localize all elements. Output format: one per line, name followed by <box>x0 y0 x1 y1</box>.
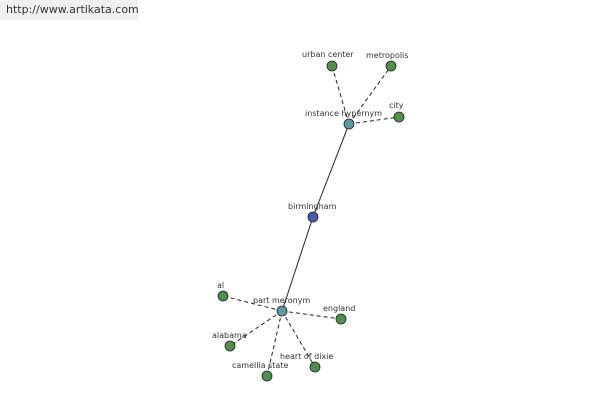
node-birmingham[interactable] <box>307 211 319 223</box>
source-url-banner[interactable]: http://www.artikata.com <box>0 0 139 20</box>
node-label-alabama: alabama <box>212 331 247 340</box>
node-label-heart-of-dixie: heart of dixie <box>280 352 333 361</box>
node-city[interactable] <box>393 111 405 123</box>
edge-birmingham-to-part-meronym <box>281 216 314 312</box>
edge-instance-hypernym-to-city <box>348 116 400 125</box>
node-urban-center[interactable] <box>326 60 338 72</box>
node-al[interactable] <box>217 290 229 302</box>
node-instance-hypernym[interactable] <box>343 118 355 130</box>
node-part-meronym[interactable] <box>276 305 288 317</box>
node-alabama[interactable] <box>224 340 236 352</box>
edge-part-meronym-to-heart-of-dixie <box>281 310 316 368</box>
labels-layer: birmingham instance hypernym part meronym u… <box>212 50 408 370</box>
node-label-birmingham: birmingham <box>288 202 337 211</box>
node-label-camellia-state: camellia state <box>232 361 288 370</box>
edge-part-meronym-to-al <box>222 295 283 312</box>
node-label-part-meronym: part meronym <box>253 296 310 305</box>
edge-part-meronym-to-alabama <box>229 310 283 347</box>
edge-instance-hypernym-to-metropolis <box>348 65 392 125</box>
edge-instance-hypernym-to-urban-center <box>331 65 350 125</box>
edge-birmingham-to-instance-hypernym <box>312 123 350 218</box>
node-heart-of-dixie[interactable] <box>309 361 321 373</box>
node-camellia-state[interactable] <box>261 370 273 382</box>
node-label-city: city <box>389 101 404 110</box>
node-label-england: england <box>323 304 355 313</box>
nodes-layer <box>217 60 405 382</box>
node-england[interactable] <box>335 313 347 325</box>
node-label-urban-center: urban center <box>302 50 354 59</box>
node-label-instance-hypernym: instance hypernym <box>305 109 382 118</box>
edges-layer <box>222 65 400 377</box>
edge-part-meronym-to-england <box>281 310 342 320</box>
node-label-al: al <box>217 281 224 290</box>
node-metropolis[interactable] <box>385 60 397 72</box>
node-label-metropolis: metropolis <box>366 51 408 60</box>
